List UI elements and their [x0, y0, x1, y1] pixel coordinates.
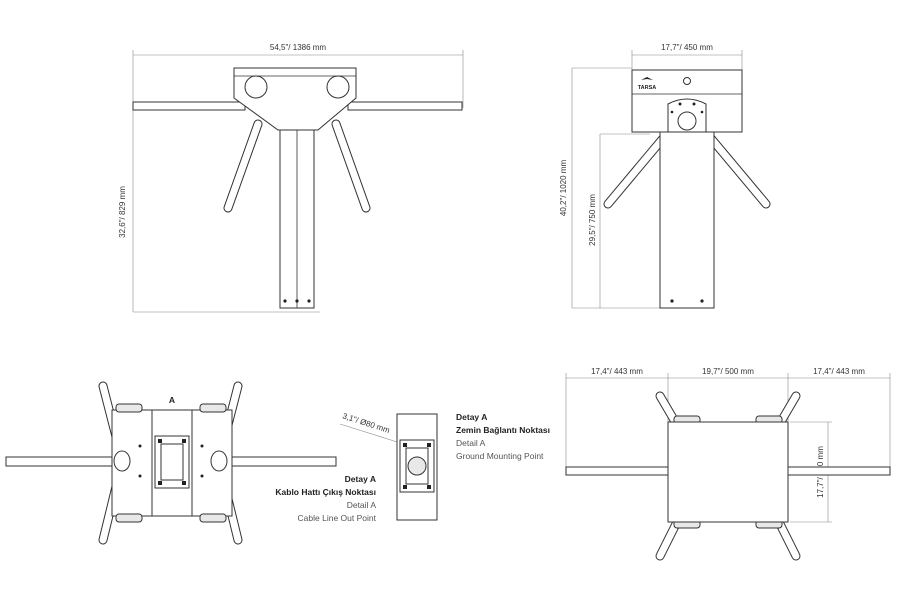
- top-right-arm-right: [785, 466, 891, 476]
- top-right-arm-left: [565, 466, 671, 476]
- side-width-dimension: 17,7"/ 450 mm: [631, 43, 743, 70]
- top-right-width-dimensions: 17,4"/ 443 mm 19,7"/ 500 mm 17,4"/ 443 m…: [565, 367, 891, 470]
- top-left-hub-right: [210, 450, 228, 472]
- ground-title-tr: Detay A: [456, 412, 487, 422]
- detail-diameter-label: 3,1"/ Ø80 mm: [341, 411, 391, 435]
- top-view-left: A: [5, 381, 337, 545]
- cable-name-tr: Kablo Hattı Çıkış Noktası: [275, 487, 376, 497]
- side-total-height-label: 40,2"/ 1020 mm: [559, 160, 568, 217]
- top-left-arm-left: [5, 456, 119, 467]
- tarsa-logo: TARSA: [638, 77, 657, 91]
- cable-title-en: Detail A: [347, 500, 377, 510]
- front-right-arm: [347, 101, 463, 111]
- ground-mounting-label: Detay A Zemin Bağlantı Noktası Detail A …: [456, 412, 550, 461]
- ground-name-tr: Zemin Bağlantı Noktası: [456, 425, 550, 435]
- ground-name-en: Ground Mounting Point: [456, 451, 544, 461]
- side-height-dimensions: 40,2"/ 1020 mm 29,5"/ 750 mm: [559, 67, 660, 309]
- logo-text: TARSA: [638, 85, 657, 91]
- detail-a: 3,1"/ Ø80 mm Detay A Zemin Bağlantı Nokt…: [275, 411, 550, 523]
- front-height-dimension: 32,6"/ 829 mm: [118, 186, 320, 313]
- front-view: 54,5"/ 1386 mm 32,6"/ 829 mm: [118, 43, 464, 313]
- cable-name-en: Cable Line Out Point: [298, 513, 377, 523]
- front-left-arm: [132, 101, 246, 111]
- side-indicator-light: [683, 77, 691, 85]
- top-view-right: 17,4"/ 443 mm 19,7"/ 500 mm 17,4"/ 443 m…: [565, 367, 891, 561]
- cable-out-label: Detay A Kablo Hattı Çıkış Noktası Detail…: [275, 474, 376, 523]
- ground-title-en: Detail A: [456, 438, 486, 448]
- front-width-label: 54,5"/ 1386 mm: [270, 43, 327, 52]
- side-view: 17,7"/ 450 mm 40,2"/ 1020 mm 29,5"/ 750 …: [559, 43, 771, 309]
- front-right-rotor-circle: [326, 75, 350, 99]
- top-right-left-dim: 17,4"/ 443 mm: [591, 367, 643, 376]
- cable-title-tr: Detay A: [345, 474, 376, 484]
- top-right-body: [667, 421, 789, 523]
- top-left-arm-right: [223, 456, 337, 467]
- top-left-hub-left: [113, 450, 131, 472]
- front-width-dimension: 54,5"/ 1386 mm: [132, 43, 464, 312]
- side-rotor-hub: [677, 111, 697, 131]
- front-height-label: 32,6"/ 829 mm: [118, 186, 127, 238]
- section-mark-a: A: [169, 395, 175, 405]
- top-right-right-dim: 17,4"/ 443 mm: [813, 367, 865, 376]
- front-left-rotor-circle: [244, 75, 268, 99]
- side-width-label: 17,7"/ 450 mm: [661, 43, 713, 52]
- top-right-mid-dim: 19,7"/ 500 mm: [702, 367, 754, 376]
- side-post: [659, 131, 715, 309]
- side-arm-height-label: 29,5"/ 750 mm: [588, 194, 597, 246]
- detail-cable-hole: [407, 456, 427, 476]
